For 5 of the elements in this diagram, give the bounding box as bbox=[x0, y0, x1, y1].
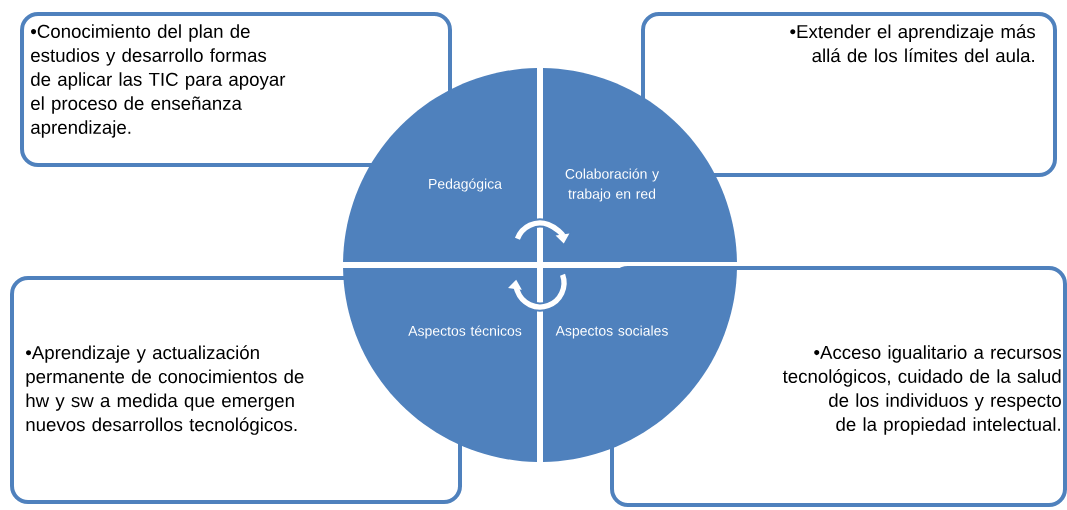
quadrant-segment: Pedagógica bbox=[343, 68, 537, 262]
quadrant-segment: Colaboración y trabajo en red bbox=[543, 68, 737, 262]
quadrant-segment: Aspectos técnicos bbox=[343, 268, 537, 462]
quadrant-segment: Aspectos sociales bbox=[543, 268, 737, 462]
text-box: •Conocimiento del plan de estudios y desarrollo formas de aplicar las TIC para apoyar el proceso de enseñanza aprendizaje. bbox=[20, 12, 452, 167]
